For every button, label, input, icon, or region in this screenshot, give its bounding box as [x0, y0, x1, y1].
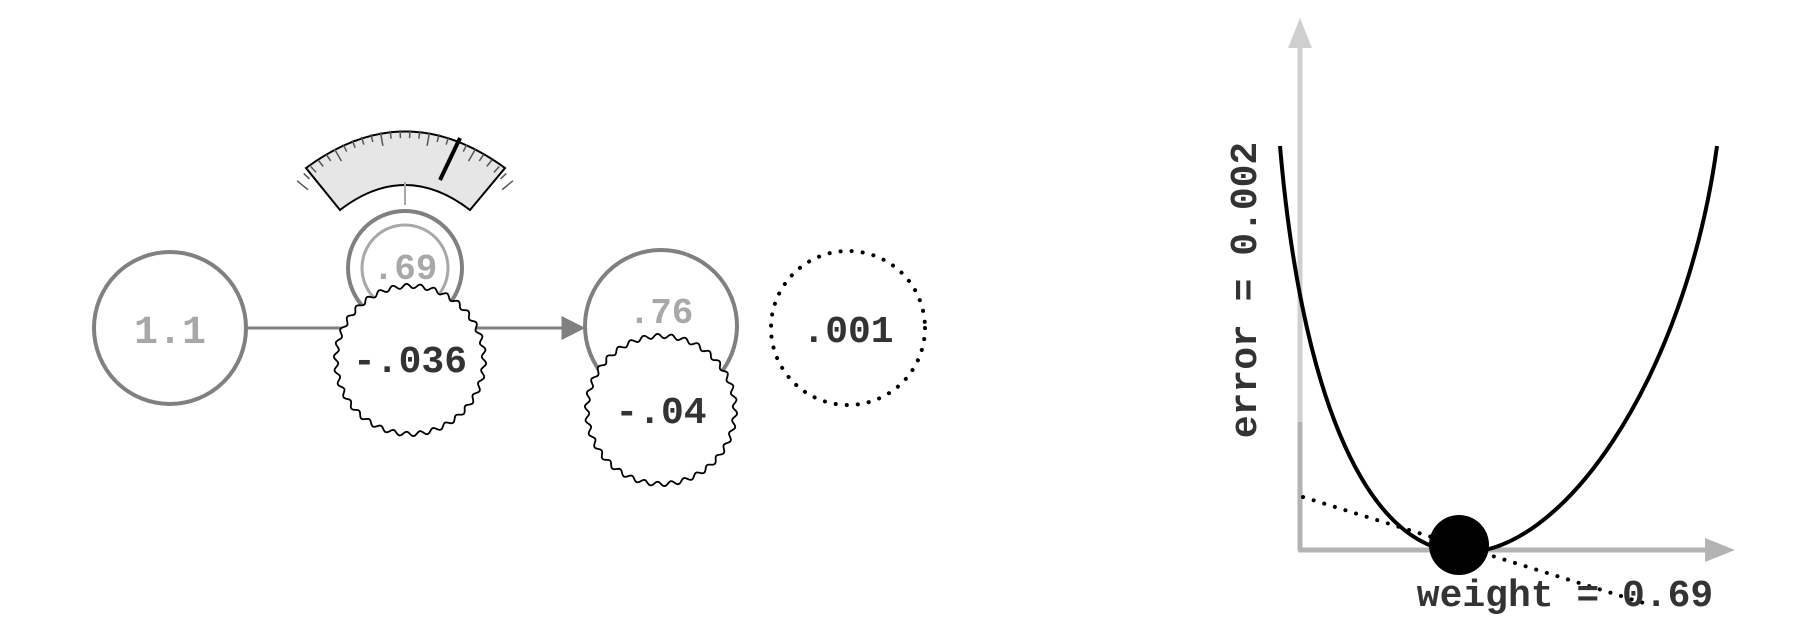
gauge-tick [370, 134, 374, 143]
gauge-needle [438, 137, 462, 181]
x-axis-label: weight = 0.69 [1417, 575, 1713, 618]
input-node [92, 250, 248, 406]
gauge-tick [426, 132, 431, 147]
gauge-tick [462, 144, 468, 152]
weight-delta-value: -.036 [353, 341, 467, 384]
gauge-tick [436, 134, 440, 143]
input-value: 1.1 [134, 311, 206, 356]
gauge-tick [317, 159, 324, 167]
weight-value: .69 [373, 249, 438, 290]
gauge-tick [296, 180, 309, 191]
gauge-tick [486, 159, 493, 167]
y-axis-arrow-icon [1288, 18, 1312, 48]
gauge-tick [351, 140, 356, 149]
gauge-tick [389, 130, 392, 139]
gauge-tick [478, 153, 485, 162]
gauge-tick [418, 130, 421, 139]
gauge-tick [303, 172, 311, 180]
network-diagram: 1.1 .69 -.036 .76 -.04 .001 [92, 130, 927, 487]
error-value: .001 [802, 311, 893, 354]
gauge-tick [342, 144, 348, 152]
gauge-tick [445, 136, 450, 145]
gauge-tick [499, 172, 507, 180]
gauge-tick [467, 148, 477, 162]
gauge-tick [310, 165, 317, 173]
error-parabola [1278, 145, 1719, 555]
y-axis-label: error = 0.002 [1225, 142, 1268, 438]
weight-point [1429, 515, 1489, 575]
gauge-tick [325, 153, 332, 162]
weight-delta-bubble [333, 283, 487, 437]
gauge-tick [360, 136, 365, 145]
gauge-icon [296, 130, 514, 212]
delta-value: -.04 [615, 392, 706, 435]
error-curve-chart: error = 0.002 weight = 0.69 [1225, 18, 1735, 618]
prediction-value: .76 [629, 293, 694, 334]
gauge-tick [379, 132, 384, 147]
delta-bubble [584, 333, 738, 487]
gauge-tick [493, 165, 500, 173]
error-bubble [769, 249, 927, 407]
gauge-tick [501, 180, 514, 191]
x-axis-arrow-icon [1705, 538, 1735, 562]
gauge-tick [333, 148, 343, 162]
